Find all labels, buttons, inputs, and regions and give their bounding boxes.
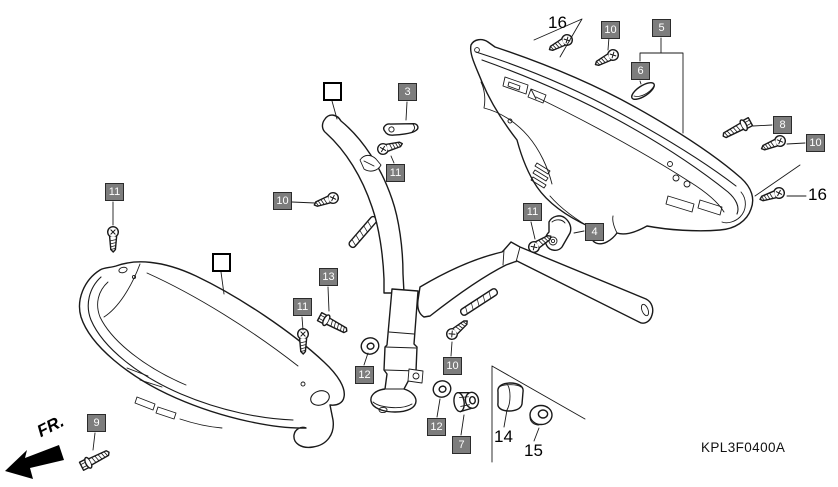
front-direction-arrow-icon	[5, 445, 64, 479]
callout-5: 5	[652, 19, 671, 37]
rear-handle-cover-drawing	[469, 38, 754, 245]
callout-14: 14	[494, 427, 513, 446]
leader-lines	[92, 18, 807, 463]
callout-11-left: 11	[105, 183, 124, 201]
callout-10-right: 10	[806, 134, 825, 152]
callout-8: 8	[773, 116, 792, 134]
screw-part-10-top	[592, 47, 621, 70]
ring-nut-part-15	[529, 404, 553, 426]
front-handle-cover-drawing	[78, 261, 345, 449]
screw-part-10-right	[758, 133, 788, 155]
callout-7: 7	[452, 436, 471, 454]
screw-part-11-left	[106, 225, 120, 253]
callout-3: 3	[398, 83, 417, 101]
grip-cap-part-14	[497, 382, 524, 412]
callout-6: 6	[631, 62, 650, 80]
upper-clamp-drawing	[383, 122, 419, 136]
handlebar-drawing	[321, 114, 654, 324]
callout-16-top: 16	[548, 13, 567, 32]
figure-code: KPL3F0400A	[701, 440, 786, 455]
callout-16-right: 16	[808, 185, 827, 204]
callout-13: 13	[319, 268, 338, 286]
steering-stem-drawing	[370, 288, 424, 414]
bolt-part-8	[719, 115, 754, 142]
callout-11-mid: 11	[386, 164, 405, 182]
bolt-part-9	[78, 446, 113, 473]
callout-12-left: 12	[355, 366, 374, 384]
callout-11-rear: 11	[523, 203, 542, 221]
washer-part-12-bottom	[430, 378, 454, 400]
callout-blank-2	[212, 253, 231, 272]
callout-10-bottom: 10	[443, 357, 462, 375]
bolt-part-13	[316, 310, 351, 337]
screw-part-11-mid	[375, 138, 405, 157]
cable-guide-rod-right	[459, 288, 499, 316]
screw-part-10-left	[311, 190, 341, 211]
screw-part-16-right	[757, 185, 787, 205]
nut-part-7	[453, 391, 480, 413]
screw-part-16-top	[546, 32, 575, 55]
callout-10-left: 10	[273, 192, 292, 210]
callout-10-top: 10	[601, 21, 620, 39]
callout-15: 15	[524, 441, 543, 460]
callout-blank-1	[323, 82, 342, 101]
callout-4: 4	[585, 223, 604, 241]
callout-9: 9	[87, 414, 106, 432]
cable-guide-rod-left	[348, 215, 378, 249]
callout-12-bottom: 12	[427, 418, 446, 436]
callout-11-front: 11	[293, 298, 312, 316]
screw-part-10-bottom	[443, 316, 472, 343]
handlebar-hook	[359, 154, 382, 172]
lower-clamp-drawing	[544, 215, 572, 251]
washer-part-12-left	[358, 335, 382, 357]
trim-pad-drawing	[631, 81, 655, 101]
